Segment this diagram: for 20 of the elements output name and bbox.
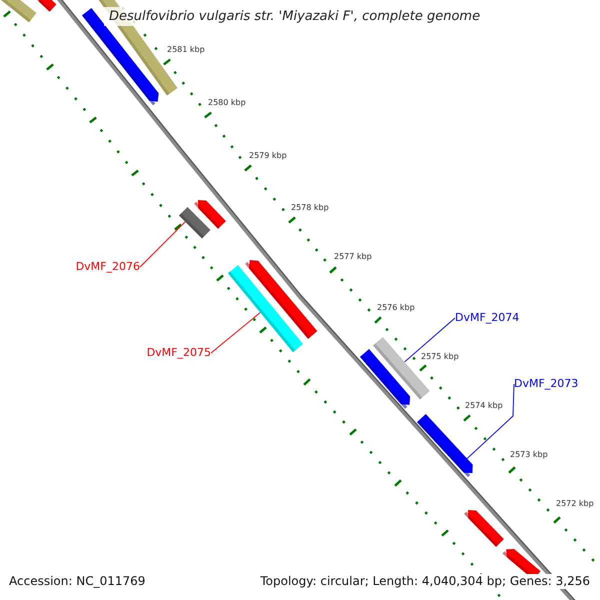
- footer-note: Accession: NC_011769: [9, 574, 146, 589]
- gene-label: DvMF_2074: [455, 311, 520, 325]
- gene-label: DvMF_2073: [514, 377, 578, 391]
- position-label: 2576 kbp: [377, 303, 415, 313]
- leader-line: [210, 312, 261, 354]
- position-label: 2578 kbp: [291, 203, 329, 213]
- footer-note: Topology: circular; Length: 4,040,304 bp; Genes: 3,256: [260, 574, 590, 589]
- position-label: 2580 kbp: [208, 98, 246, 108]
- position-label: 2572 kbp: [556, 499, 594, 509]
- position-label: 2581 kbp: [167, 45, 205, 55]
- leader-line: [404, 318, 456, 362]
- position-label: 2574 kbp: [465, 401, 503, 411]
- position-label: 2573 kbp: [510, 450, 548, 460]
- gene-label: DvMF_2075: [146, 346, 211, 360]
- gene-label: DvMF_2076: [76, 260, 140, 274]
- position-label: 2575 kbp: [421, 352, 459, 362]
- position-label: 2577 kbp: [334, 252, 372, 262]
- leader-line: [466, 384, 514, 460]
- position-label: 2579 kbp: [249, 151, 287, 161]
- leader-line: [140, 221, 186, 268]
